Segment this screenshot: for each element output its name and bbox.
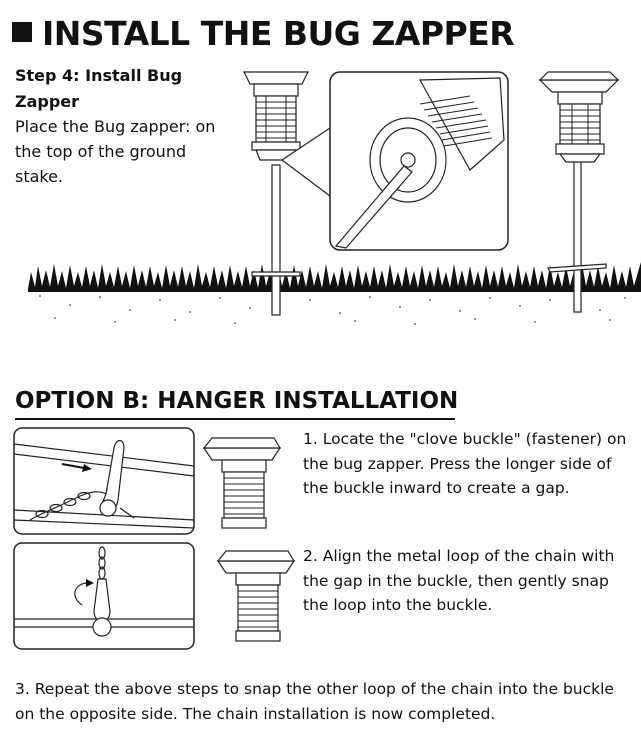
left-ground-stake bbox=[251, 164, 301, 316]
heading-underline bbox=[15, 418, 455, 420]
bug-zapper-hanger-1 bbox=[202, 437, 282, 529]
zoom-detail bbox=[334, 77, 505, 249]
hanger-step-1-illustration bbox=[13, 427, 282, 535]
page-title: INSTALL THE BUG ZAPPER bbox=[12, 14, 515, 54]
buckle-callout-box-1 bbox=[13, 427, 195, 535]
hanger-step-2-illustration bbox=[13, 542, 296, 650]
stake-installation-illustration bbox=[28, 71, 641, 325]
right-bug-zapper bbox=[538, 71, 620, 163]
bug-zapper-hanger-2 bbox=[216, 550, 296, 642]
step-4-heading: Step 4: Install Bug Zapper bbox=[15, 66, 183, 111]
page-title-text: INSTALL THE BUG ZAPPER bbox=[42, 14, 515, 53]
grass bbox=[28, 262, 641, 292]
left-bug-zapper bbox=[243, 71, 309, 161]
square-bullet-icon bbox=[12, 22, 32, 42]
section-heading: OPTION B: HANGER INSTALLATION bbox=[15, 388, 459, 414]
ground-soil bbox=[39, 295, 626, 325]
step-4-body: Place the Bug zapper: on the top of the … bbox=[15, 117, 216, 186]
hanger-step-1-text: 1. Locate the "clove buckle" (fastener) … bbox=[303, 430, 627, 497]
hanger-step-2-text: 2. Align the metal loop of the chain wit… bbox=[303, 547, 615, 614]
hanger-step-3-text: 3. Repeat the above steps to snap the ot… bbox=[15, 680, 614, 723]
